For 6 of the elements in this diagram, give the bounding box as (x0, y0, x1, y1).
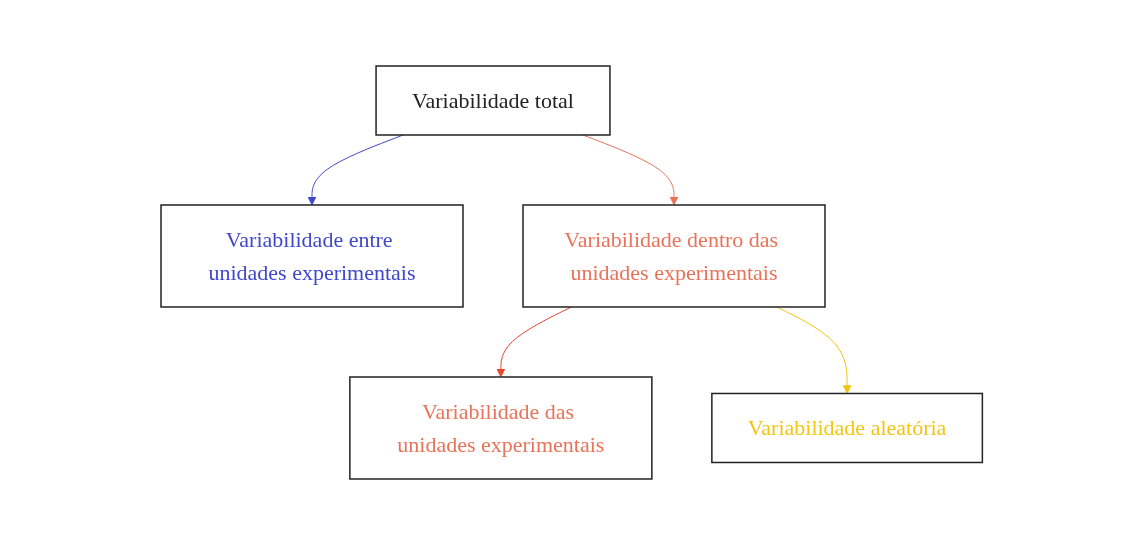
node-box: Variabilidade das unidades experimentais (349, 376, 653, 480)
node-box: Variabilidade total (375, 65, 611, 136)
node-box: Variabilidade aleatória (711, 392, 984, 464)
node-box: Variabilidade dentro das unidades experimentais (522, 204, 827, 308)
arrow (776, 306, 852, 394)
node-box: Variabilidade entre unidades experimentais (160, 204, 465, 308)
